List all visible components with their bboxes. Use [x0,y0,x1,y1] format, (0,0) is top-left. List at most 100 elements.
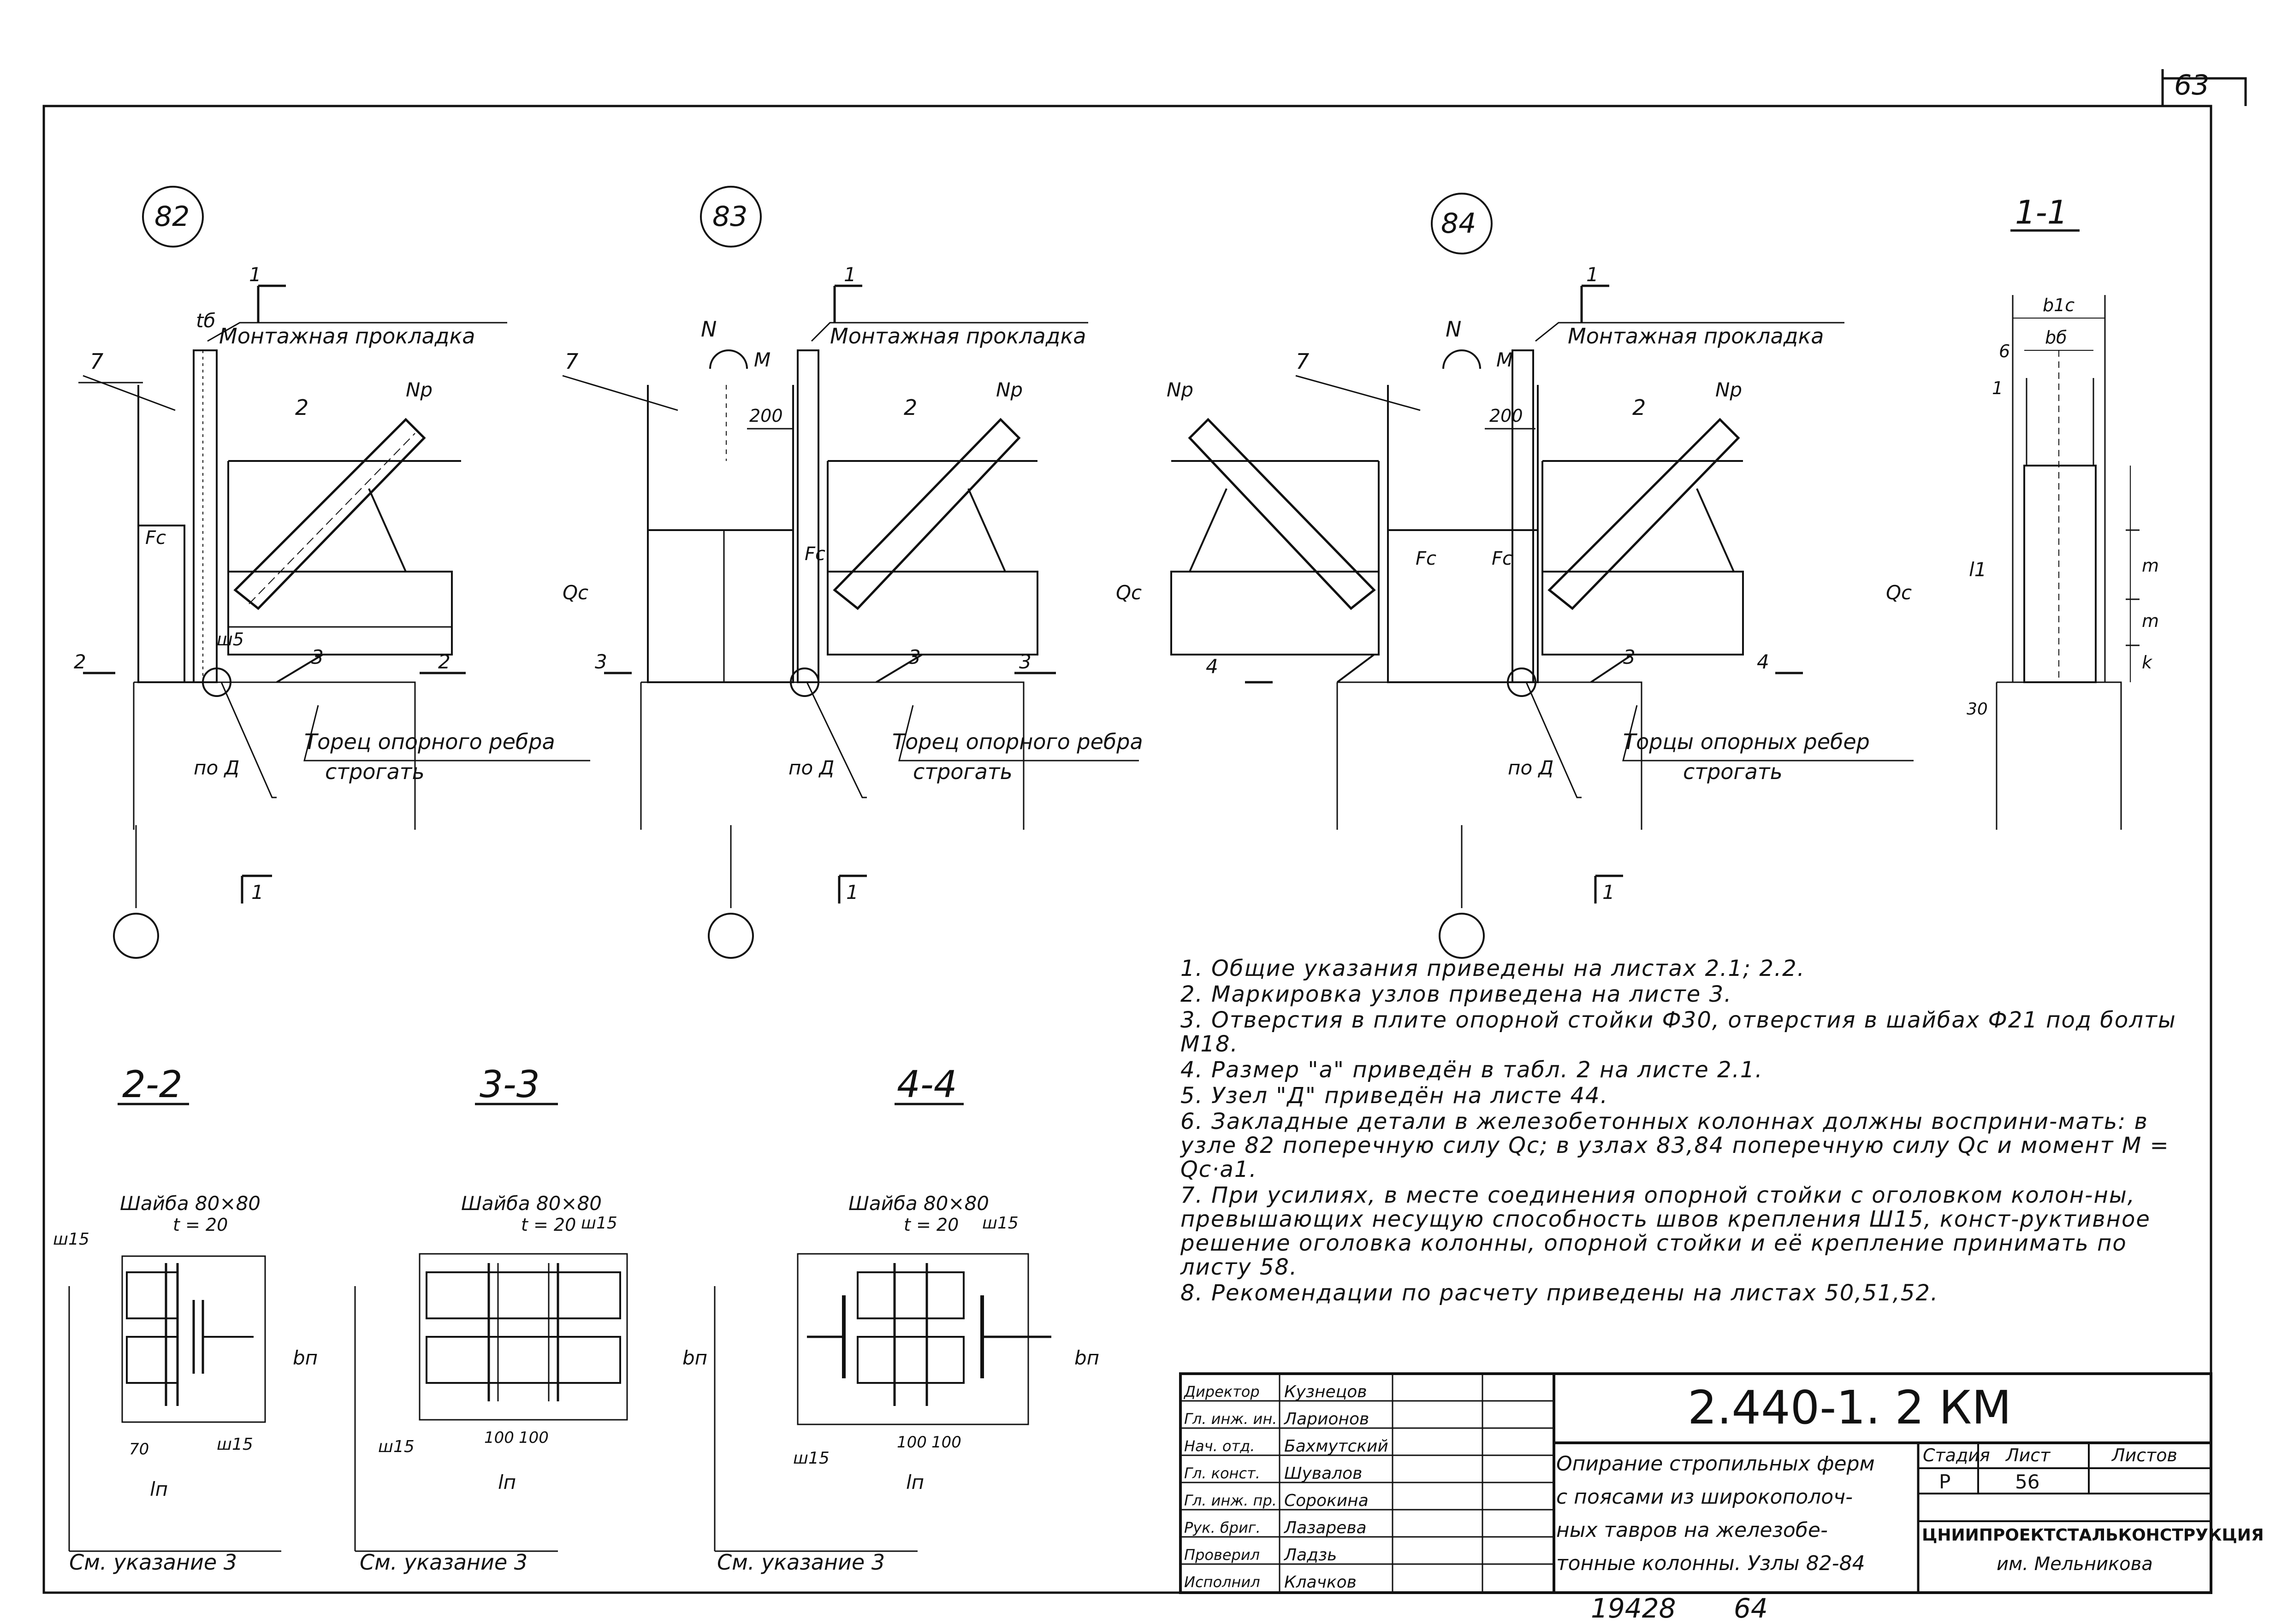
section-4-4-title: 4-4 [897,1063,957,1106]
note-3: 3. Отверстия в плите опорной стойки Ф30,… [1180,1007,2176,1057]
svg-text:Qc: Qc [1116,581,1142,604]
svg-text:строгать: строгать [1683,759,1783,784]
svg-text:lп: lп [906,1471,924,1494]
note-2: 2. Маркировка узлов приведена на листе 3… [1180,981,1732,1007]
svg-text:ш5: ш5 [217,629,244,650]
svg-text:1: 1 [846,881,859,904]
svg-text:2: 2 [1632,395,1646,420]
mount-pad-label-82: Монтажная прокладка [219,324,475,348]
svg-text:3: 3 [595,650,607,673]
svg-text:Np: Np [996,378,1023,401]
svg-text:ш15: ш15 [581,1214,617,1233]
note-6: 6. Закладные детали в железобетонных кол… [1180,1109,2170,1182]
see-note-2-2: См. указание 3 [69,1550,237,1575]
svg-text:m: m [2142,555,2159,576]
page-number-box [2161,69,2247,106]
org-subtitle: им. Мельникова [1997,1553,2153,1575]
svg-text:2: 2 [74,650,86,673]
svg-text:по Д: по Д [194,756,239,779]
doc-code: 2.440-1. 2 КМ [1688,1381,2012,1435]
svg-text:2: 2 [295,395,308,420]
svg-text:t = 20: t = 20 [904,1215,959,1235]
svg-text:7: 7 [90,349,103,374]
see-note-3-3: См. указание 3 [360,1550,528,1575]
svg-text:k: k [2142,652,2153,673]
svg-text:bб: bб [2045,327,2067,348]
svg-text:1: 1 [1586,263,1599,286]
sheet-value: 56 [2015,1470,2040,1493]
staff-roles: Директор Гл. инж. ин. Нач. отд. Гл. конс… [1184,1383,1277,1591]
svg-text:t = 20: t = 20 [521,1215,576,1235]
svg-text:1: 1 [844,263,856,286]
mount-pad-label-83: Монтажная прокладка [830,324,1086,348]
svg-text:Np: Np [1167,378,1193,401]
svg-text:t = 20: t = 20 [173,1215,228,1235]
section-2-2-title: 2-2 [122,1063,183,1106]
note-5: 5. Узел "Д" приведён на листе 44. [1180,1083,1608,1109]
svg-text:2: 2 [438,650,451,673]
svg-text:4: 4 [1757,650,1769,673]
svg-text:Шайба 80×80: Шайба 80×80 [848,1192,989,1215]
svg-text:lп: lп [150,1478,168,1500]
svg-text:Np: Np [1715,378,1742,401]
plane-end-82: Торец опорного ребра [304,729,555,754]
note-7: 7. При усилиях, в месте соединения опорн… [1180,1182,2151,1280]
node-82-detail [78,186,590,959]
svg-text:1: 1 [1992,378,2003,398]
svg-text:N: N [1446,317,1461,342]
svg-text:N: N [701,317,717,342]
svg-text:ш15: ш15 [378,1437,415,1456]
node-84-detail [1170,193,1914,959]
svg-text:3: 3 [311,646,324,668]
svg-text:Fc: Fc [1416,548,1436,569]
svg-text:100: 100 [897,1433,927,1452]
bottom-page-number: 64 [1734,1593,1768,1624]
note-8: 8. Рекомендации по расчету приведены на … [1180,1280,1939,1306]
node-83-label: 83 [712,201,747,233]
node-82-label: 82 [154,201,190,233]
svg-text:2: 2 [904,395,917,420]
svg-text:Fc: Fc [805,543,825,565]
svg-text:1: 1 [1602,881,1615,904]
svg-text:70: 70 [129,1440,149,1459]
svg-text:ш15: ш15 [217,1435,253,1454]
section-3-3-detail [354,1103,628,1552]
svg-text:Qc: Qc [1886,581,1912,604]
general-notes: 1. Общие указания приведены на листах 2.… [1180,957,2195,1307]
plane-end-84: Торцы опорных ребер [1623,729,1870,754]
svg-text:M: M [754,348,771,371]
svg-text:tб: tб [196,309,215,332]
svg-text:100: 100 [931,1433,961,1452]
sheets-label: Листов [2112,1445,2177,1465]
svg-text:4: 4 [1206,655,1218,678]
svg-text:100: 100 [519,1429,549,1447]
svg-text:3: 3 [1623,646,1636,668]
svg-text:строгать: строгать [913,759,1013,784]
svg-text:Шайба 80×80: Шайба 80×80 [461,1192,602,1215]
svg-text:30: 30 [1967,700,1988,719]
sheet-frame [42,105,2212,1594]
section-4-4-detail [714,1103,1051,1552]
svg-text:M: M [1496,348,1513,371]
svg-text:по Д: по Д [1508,756,1553,779]
page-number: 63 [2174,69,2209,101]
svg-text:l1: l1 [1969,558,1986,581]
section-3-3-title: 3-3 [480,1063,540,1106]
svg-text:1: 1 [251,881,264,904]
section-1-1-title: 1-1 [2015,194,2068,231]
svg-text:b1c: b1c [2043,295,2075,315]
svg-text:Шайба 80×80: Шайба 80×80 [120,1192,261,1215]
mount-pad-label-84: Монтажная прокладка [1568,324,1824,348]
svg-text:bп: bп [293,1346,318,1369]
svg-text:ш15: ш15 [53,1230,89,1249]
svg-text:3: 3 [1019,650,1031,673]
org-name: ЦНИИПРОЕКТСТАЛЬКОНСТРУКЦИЯ [1922,1526,2264,1545]
svg-text:ш15: ш15 [982,1214,1019,1233]
see-note-4-4: См. указание 3 [717,1550,885,1575]
node-83-detail [562,186,1139,959]
svg-text:ш15: ш15 [793,1449,830,1468]
staff-names: Кузнецов Ларионов Бахмутский Шувалов Сор… [1284,1382,1388,1592]
svg-text:Fc: Fc [145,527,166,549]
svg-text:Fc: Fc [1492,548,1512,569]
